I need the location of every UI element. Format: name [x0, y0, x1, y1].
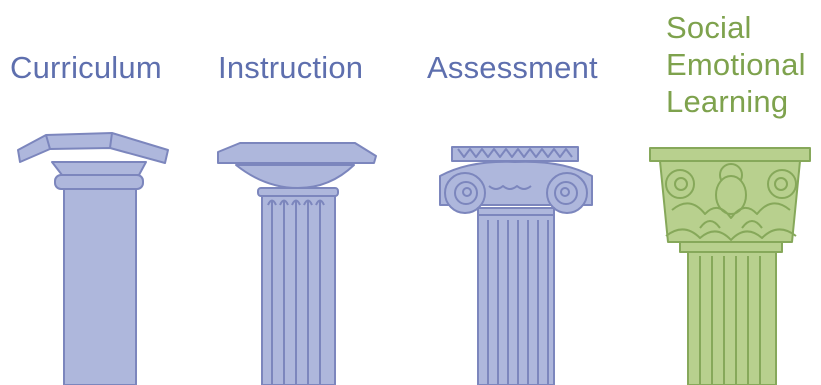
pillar-social-emotional-learning: [649, 147, 811, 385]
pillar-label-assessment: Assessment: [427, 50, 598, 85]
sel-label-line-3: Learning: [666, 84, 789, 119]
pillar-label-instruction: Instruction: [218, 50, 364, 85]
pillar-instruction: [217, 142, 377, 385]
pillar-curriculum: [17, 132, 169, 385]
pillar-assessment: [439, 146, 593, 385]
sel-label-line-1: Social: [666, 10, 752, 45]
pillar-label-social-emotional-learning: Social Emotional Learning: [666, 9, 806, 120]
sel-label-line-2: Emotional: [666, 47, 806, 82]
pillar-label-curriculum: Curriculum: [10, 50, 162, 85]
